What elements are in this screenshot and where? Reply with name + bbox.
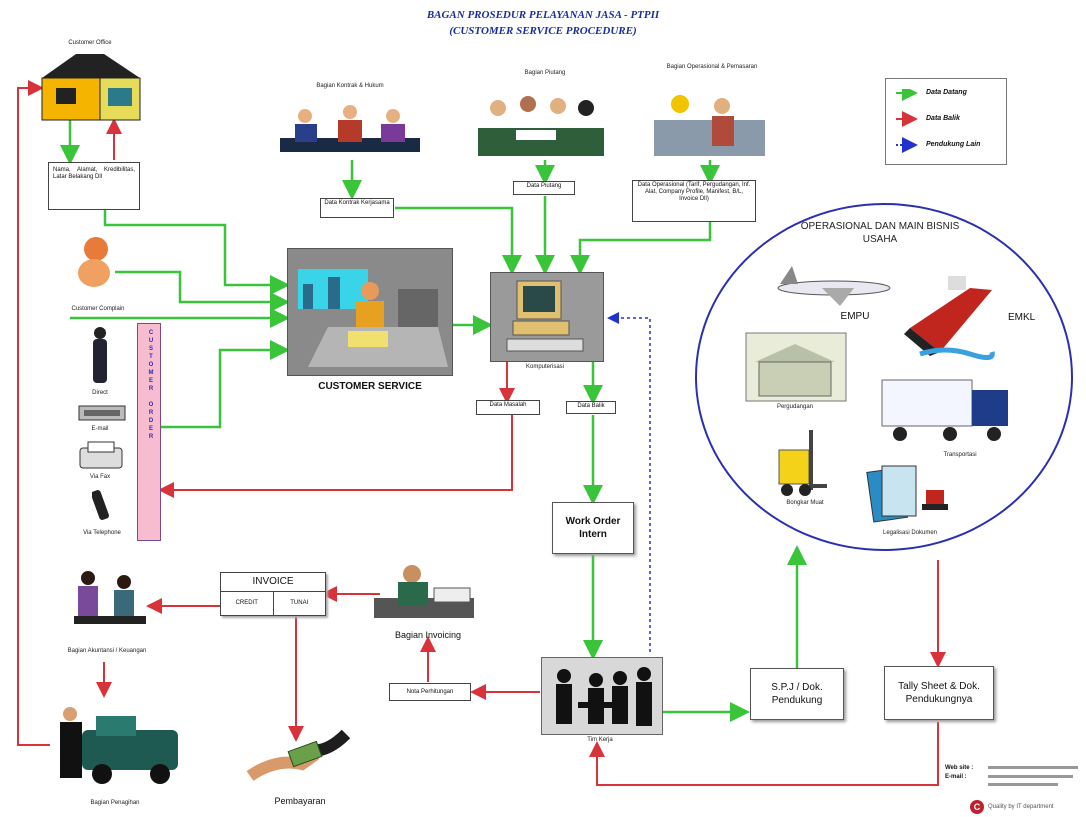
- komputer-label: Komputerisasi: [525, 364, 564, 370]
- data-masalah-box: Data Masalah: [476, 400, 540, 415]
- customer-service-icon: [298, 269, 448, 367]
- tim-kerja-label: Tim Kerja: [587, 737, 613, 743]
- transportasi-label: Transportasi: [943, 452, 977, 458]
- invoice-title: INVOICE: [221, 573, 325, 592]
- airplane-icon: [777, 266, 891, 306]
- invoicing-clerk-icon: [374, 565, 474, 618]
- work-order-box: Work Order Intern: [552, 502, 634, 554]
- customer-complain-label: Customer Complain: [71, 306, 125, 312]
- email-label: E-mail: [91, 426, 109, 432]
- data-balik-box: Data Balik: [566, 401, 616, 414]
- customer-complain-icon: [78, 237, 110, 287]
- direct-person-icon: [93, 327, 107, 383]
- web-label: Web site :: [945, 765, 974, 771]
- pergudangan-label: Pergudangan: [776, 404, 814, 410]
- legend-arrows: [896, 89, 918, 153]
- bagian-penagihan-label: Bagian Penagihan: [90, 800, 140, 806]
- legend-data-datang: Data Datang: [926, 89, 967, 96]
- akuntansi-team-icon: [74, 571, 146, 624]
- legend: Data Datang Data Balik Pendukung Lain: [885, 78, 1007, 165]
- warehouse-icon: [745, 332, 847, 402]
- copyright-icon: C: [970, 800, 984, 814]
- house-icon: [41, 54, 141, 121]
- direct-label: Direct: [92, 390, 108, 396]
- data-kontrak-box: Data Kontrak Kerjasama: [320, 198, 394, 218]
- tim-kerja-image: [541, 657, 663, 735]
- web-url-line: [988, 766, 1078, 769]
- fax-label: Via Fax: [89, 474, 111, 480]
- komputer-image: [490, 272, 604, 362]
- nota-perhitungan-box: Nota Perhitungan: [389, 683, 471, 701]
- customer-order-bar: CUSTOMER ORDER: [137, 323, 161, 541]
- legalisasi-label: Legalisasi Dokumen: [882, 530, 938, 536]
- fax-icon: [79, 441, 123, 469]
- team-silhouette-icon: [556, 667, 652, 726]
- data-piutang-box: Data Piutang: [513, 181, 575, 195]
- meeting-kontrak-icon: [280, 105, 420, 152]
- email-icon: [78, 405, 126, 421]
- empu-label: EMPU: [840, 311, 870, 322]
- customer-office-label: Customer Office: [68, 40, 112, 46]
- customer-service-image: [287, 248, 453, 376]
- invoice-credit: CREDIT: [221, 592, 274, 615]
- bongkar-muat-label: Bongkar Muat: [786, 500, 824, 506]
- diagram-title: BAGAN PROSEDUR PELAYANAN JASA - PTPII: [426, 9, 660, 21]
- invoice-box: INVOICE CREDIT TUNAI: [220, 572, 326, 616]
- customer-order-label: CUSTOMER ORDER: [148, 330, 154, 442]
- emkl-label: EMKL: [1008, 312, 1036, 323]
- truck-icon: [881, 379, 1008, 441]
- legend-pendukung-lain: Pendukung Lain: [926, 141, 981, 148]
- spj-box: S.P.J / Dok. Pendukung: [750, 668, 844, 720]
- bagian-kontrak-label: Bagian Kontrak & Hukum: [316, 83, 384, 89]
- documents-icon: [866, 465, 948, 523]
- bagian-operasional-label: Bagian Operasional & Pemasaran: [666, 64, 758, 70]
- bagian-invoicing-label: Bagian Invoicing: [394, 630, 462, 640]
- customer-service-label: CUSTOMER SERVICE: [318, 381, 422, 392]
- tally-sheet-box: Tally Sheet & Dok. Pendukungnya: [884, 666, 994, 720]
- forklift-icon: [778, 430, 827, 496]
- operasional-team-icon: [654, 95, 765, 156]
- customer-data-box: Nama, Alamat, Kredibilitas, Latar Belaka…: [48, 162, 140, 210]
- operasional-circle: [695, 203, 1073, 551]
- diagram-subtitle: (CUSTOMER SERVICE PROCEDURE): [449, 25, 637, 37]
- data-operasional-box: Data Operasional (Tarif, Pergudangan, In…: [632, 180, 756, 222]
- telephone-icon: [92, 490, 109, 520]
- penagihan-car-icon: [60, 707, 178, 784]
- telephone-label: Via Telephone: [83, 530, 121, 536]
- email-address-line-2: [988, 783, 1058, 786]
- invoice-tunai: TUNAI: [290, 600, 309, 606]
- footer-credit: Quality by IT department: [988, 804, 1054, 810]
- legend-data-balik: Data Balik: [926, 115, 960, 122]
- payment-hands-icon: [246, 729, 350, 782]
- email-address-line: [988, 775, 1073, 778]
- bagian-piutang-label: Bagian Piutang: [524, 70, 566, 76]
- bagian-akuntansi-label: Bagian Akuntansi / Keuangan: [67, 648, 147, 654]
- computer-icon: [506, 280, 584, 352]
- email-footer-label: E-mail :: [945, 774, 967, 780]
- ship-icon: [904, 276, 995, 360]
- meeting-piutang-icon: [478, 96, 604, 156]
- pembayaran-label: Pembayaran: [274, 796, 326, 806]
- operasional-title: OPERASIONAL DAN MAIN BISNIS USAHA: [800, 221, 960, 245]
